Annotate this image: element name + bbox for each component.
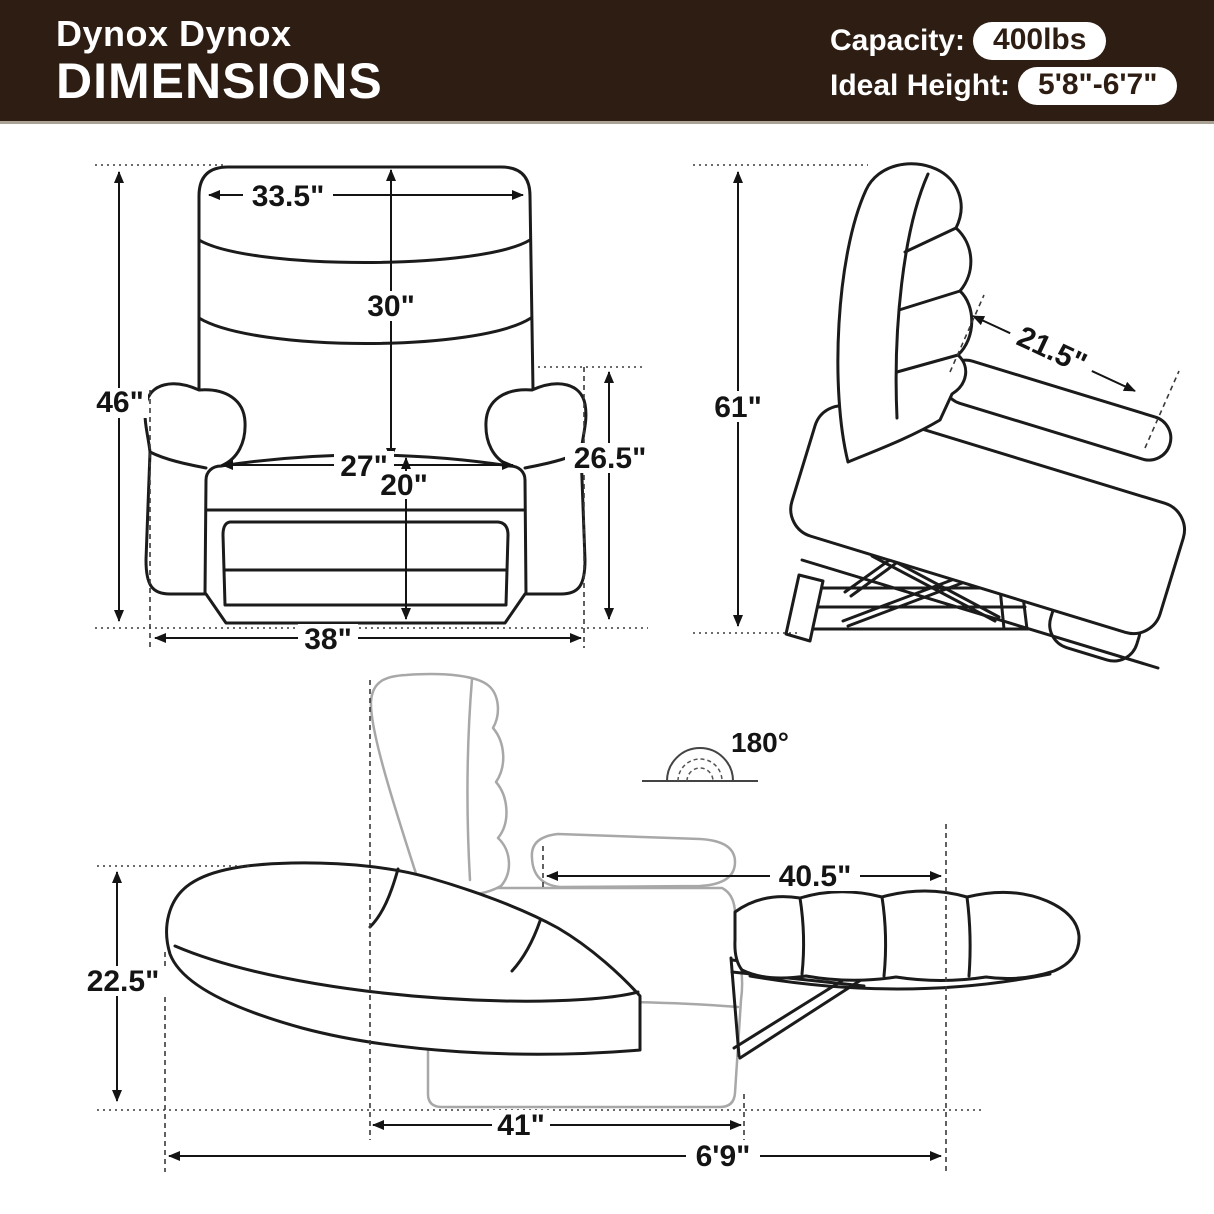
- capacity-row: Capacity: 400lbs: [830, 22, 1177, 60]
- back-top-width-value: 33.5": [252, 180, 325, 213]
- base-depth-label: 41": [492, 1109, 550, 1142]
- recline-angle-value: 180°: [731, 727, 789, 758]
- side-view-drawing: [784, 162, 1186, 670]
- brand-block: Dynox Dynox DIMENSIONS: [56, 14, 383, 106]
- reclined-view-drawing: [165, 672, 1081, 1109]
- footrest-width-label: 20": [375, 469, 433, 502]
- back-top-width-label: 33.5": [243, 180, 333, 213]
- total-length-value: 6'9": [696, 1140, 751, 1173]
- footrest-height-value: 22.5": [87, 965, 160, 998]
- ideal-height-row: Ideal Height: 5'8"-6'7": [830, 67, 1178, 105]
- footrest-height-label: 22.5": [78, 965, 168, 998]
- brand-name: Dynox Dynox: [56, 13, 292, 54]
- capacity-badge: 400lbs: [973, 22, 1107, 60]
- arm-height-value: 26.5": [574, 442, 647, 475]
- overall-width-label: 38": [298, 623, 358, 656]
- backrest-height-value: 30": [367, 290, 415, 323]
- reclined-view-dimensions: 180° 40.5" 22.5" 41": [78, 680, 982, 1174]
- diagram-canvas: 46" 33.5" 30" 27" 20": [78, 162, 1186, 1174]
- lift-height-label: 61": [708, 391, 768, 424]
- overall-height-label: 46": [92, 386, 148, 419]
- capacity-label: Capacity:: [830, 24, 966, 57]
- backrest-height-label: 30": [361, 290, 421, 323]
- extended-legrest: [733, 889, 1081, 991]
- front-view-drawing: [143, 165, 588, 625]
- overall-width-value: 38": [304, 623, 352, 656]
- overall-height-value: 46": [96, 386, 144, 419]
- arm-height-label: 26.5": [565, 442, 655, 475]
- header: Dynox Dynox DIMENSIONS Capacity: 400lbs …: [0, 0, 1214, 124]
- footrest-width-value: 20": [380, 469, 428, 502]
- total-length-label: 6'9": [686, 1140, 760, 1173]
- page-title: DIMENSIONS: [56, 52, 383, 109]
- spec-badges: Capacity: 400lbs Ideal Height: 5'8"-6'7": [830, 22, 1178, 105]
- ideal-height-label: Ideal Height:: [830, 69, 1011, 102]
- reclined-backrest: [165, 861, 642, 1056]
- back-depth-value: 21.5": [1012, 320, 1092, 381]
- ideal-height-badge: 5'8"-6'7": [1018, 67, 1178, 105]
- lift-height-value: 61": [714, 391, 762, 424]
- recline-extension-value: 40.5": [779, 860, 852, 893]
- recline-extension-label: 40.5": [770, 860, 860, 893]
- front-view-dimensions: 46" 33.5" 30" 27" 20": [92, 164, 655, 656]
- base-depth-value: 41": [497, 1109, 545, 1142]
- recline-angle-icon: [642, 747, 758, 782]
